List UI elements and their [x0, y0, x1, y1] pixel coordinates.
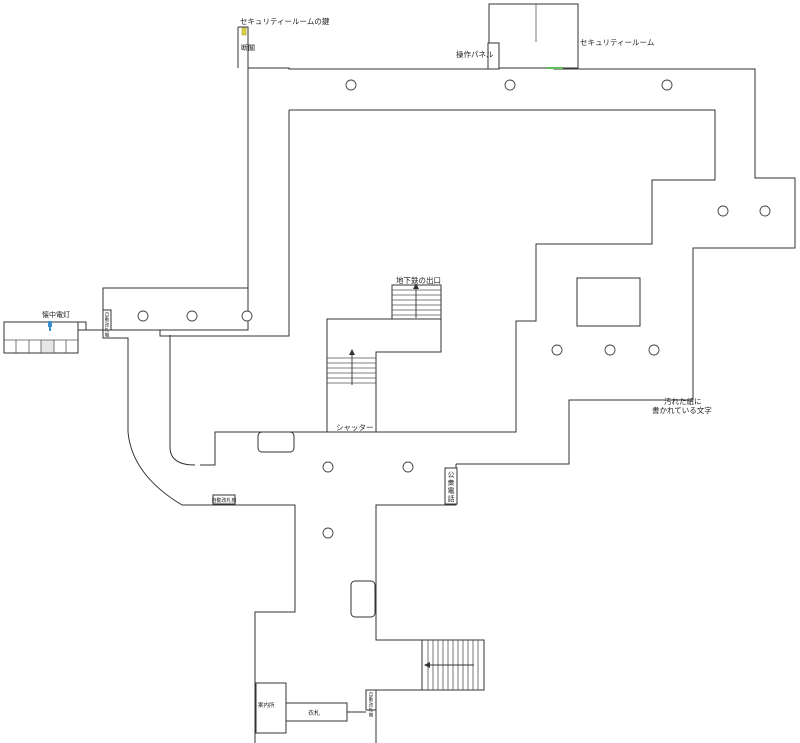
pillar: [322, 527, 334, 539]
label-dirty-paper-1: 汚れた紙に: [664, 396, 702, 406]
pillar: [759, 205, 771, 217]
label-flashlight: 懐中電灯: [42, 310, 70, 319]
flashlight-room-floor: [41, 340, 54, 352]
public-phone-box: [444, 467, 458, 505]
ticket-gate-middle: [212, 494, 236, 505]
wall-top-corridor-inner: [102, 68, 249, 330]
pillar: [137, 310, 149, 322]
wall-corridor-mid: [170, 288, 290, 337]
pillar: [241, 310, 253, 322]
label-info-desk: 案内所: [258, 701, 275, 709]
security-room: [488, 3, 579, 69]
label-ticket-gate-bottom: 自動改札機: [369, 691, 374, 719]
label-lockers: 衣札: [308, 709, 320, 717]
label-security-room: セキュリティールーム: [580, 38, 654, 47]
wall-lower-right: [375, 464, 457, 743]
label-public-phone: 公衆電話: [448, 471, 455, 503]
pillar: [322, 461, 334, 473]
label-control-panel: 操作パネル: [456, 49, 494, 59]
center-right-room: [576, 277, 641, 327]
pillar: [186, 310, 198, 322]
label-ticket-gate-middle: 自動改札機: [211, 497, 236, 504]
label-security-room-key: セキュリティールームの鍵: [240, 16, 330, 26]
label-breaker: 断閣: [241, 43, 255, 52]
pillar: [551, 344, 563, 356]
label-dirty-paper-2: 書かれている文字: [652, 405, 712, 415]
pillar: [661, 79, 673, 91]
control-panel-box: [487, 42, 500, 70]
stair-lines-mid: [327, 357, 376, 384]
flashlight-room-link: [78, 321, 103, 331]
label-subway-exit: 地下鉄の出口: [396, 275, 441, 285]
arrow-left-lower-head: [424, 662, 430, 668]
label-ticket-gate-left: 自動改札機: [105, 311, 110, 339]
flashlight-icon[interactable]: [48, 321, 52, 331]
pillar: [402, 461, 414, 473]
subway-stairs-walls: [326, 318, 442, 433]
bench-1: [257, 431, 295, 453]
pillar: [604, 344, 616, 356]
info-desk: [255, 682, 287, 734]
wall-corridor-top-left: [160, 288, 249, 331]
stair-lines-top: [392, 289, 441, 316]
ticket-gate-left: [102, 309, 112, 331]
arrow-up-top-head: [413, 283, 419, 289]
bench-2: [350, 580, 376, 618]
wall-top-corridor-outer: [238, 26, 796, 465]
wall-corridor-inner-ring: [200, 109, 716, 466]
arrow-up-mid-head: [349, 349, 355, 355]
security-key-item[interactable]: [241, 27, 247, 36]
wall-left-lower: [102, 330, 129, 432]
pillar: [504, 79, 516, 91]
label-shutter: シャッター: [336, 423, 374, 432]
pillar: [717, 205, 729, 217]
pillar: [345, 79, 357, 91]
wall-curve-inner: [169, 335, 196, 466]
wall-upper-left-top: [103, 329, 170, 337]
wall-left-curve: [127, 431, 296, 743]
ticket-gate-bottom: [365, 689, 377, 711]
pillar: [648, 344, 660, 356]
